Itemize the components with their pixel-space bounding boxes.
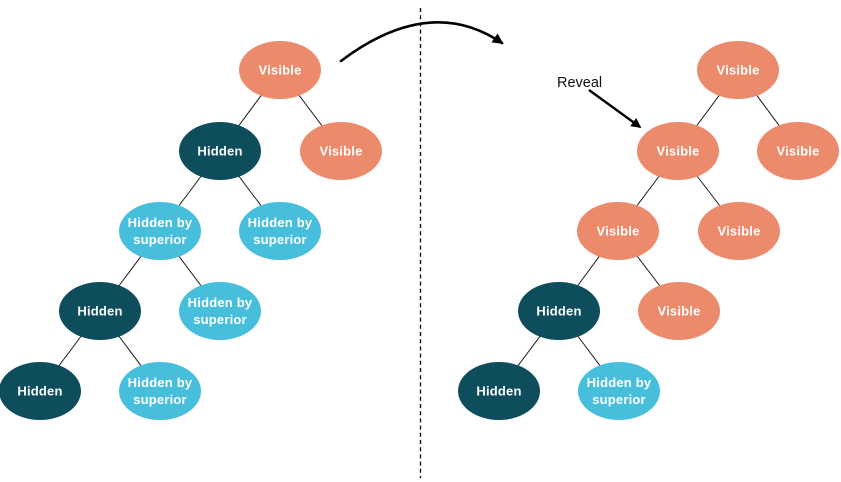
node-label: Visible — [717, 224, 760, 239]
node-ellipse — [518, 282, 600, 340]
node-ellipse — [119, 202, 201, 260]
node-label: Hidden — [17, 384, 62, 399]
node-label: Visible — [258, 63, 301, 78]
node-ellipse — [179, 122, 261, 180]
node-label: Visible — [716, 63, 759, 78]
node-ellipse — [578, 362, 660, 420]
node-label: Visible — [319, 144, 362, 159]
node-ellipse — [638, 282, 720, 340]
node-ellipse — [239, 41, 321, 99]
node-label: Hidden — [476, 384, 521, 399]
tree-node-visible: Visible — [577, 202, 659, 260]
node-ellipse — [59, 282, 141, 340]
node-ellipse — [179, 282, 261, 340]
node-ellipse — [637, 122, 719, 180]
tree-node-hidden: Hidden — [518, 282, 600, 340]
node-ellipse — [0, 362, 81, 420]
node-label: Hidden — [536, 304, 581, 319]
node-label: Visible — [776, 144, 819, 159]
tree-node-visible: Visible — [637, 122, 719, 180]
node-ellipse — [239, 202, 321, 260]
tree-node-hidden: Hidden — [59, 282, 141, 340]
node-ellipse — [697, 41, 779, 99]
node-label: Hidden — [197, 144, 242, 159]
tree-node-visible: Visible — [757, 122, 839, 180]
tree-node-visible: Visible — [300, 122, 382, 180]
transfer-arrow — [339, 21, 504, 63]
tree-node-visible: Visible — [638, 282, 720, 340]
node-label: Hidden — [77, 304, 122, 319]
tree-node-hidden: Hidden — [179, 122, 261, 180]
node-ellipse — [757, 122, 839, 180]
tree-node-visible: Visible — [239, 41, 321, 99]
tree-node-visible: Visible — [697, 41, 779, 99]
node-ellipse — [119, 362, 201, 420]
node-ellipse — [300, 122, 382, 180]
node-ellipse — [458, 362, 540, 420]
node-label: Visible — [596, 224, 639, 239]
reveal-arrow — [588, 89, 642, 128]
node-ellipse — [577, 202, 659, 260]
reveal-label: Reveal — [557, 75, 602, 91]
tree-node-hidden: Hidden — [0, 362, 81, 420]
tree-node-hidden: Hidden — [458, 362, 540, 420]
tree-node-visible: Visible — [698, 202, 780, 260]
node-ellipse — [698, 202, 780, 260]
node-label: Visible — [656, 144, 699, 159]
node-label: Visible — [657, 304, 700, 319]
